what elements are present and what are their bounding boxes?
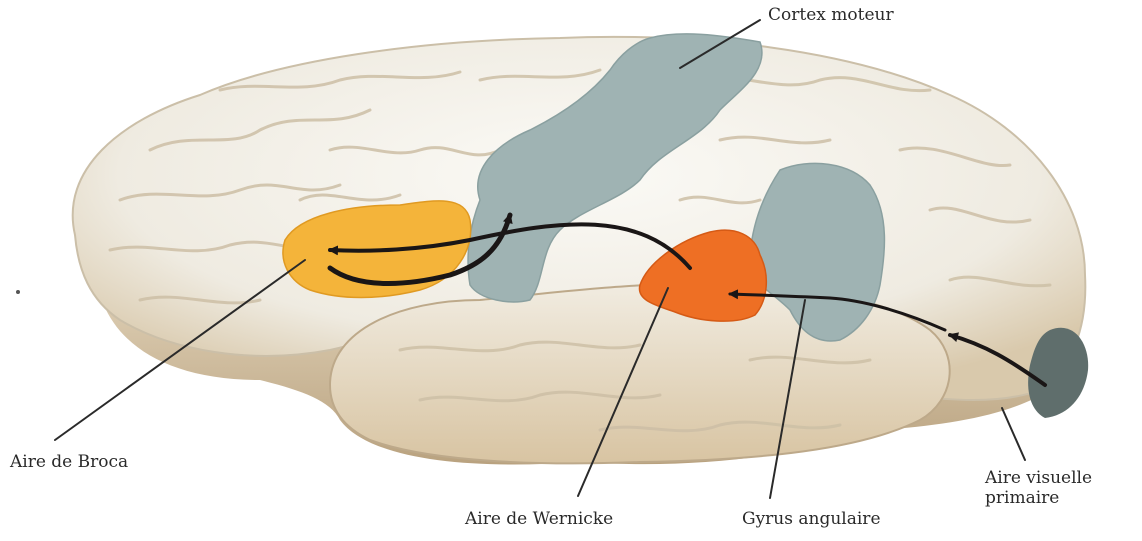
label-aire-visuelle: Aire visuelle primaire xyxy=(985,468,1092,509)
label-cortex-moteur: Cortex moteur xyxy=(768,5,894,25)
label-gyrus-angulaire: Gyrus angulaire xyxy=(742,509,881,529)
label-aire-visuelle-line2: primaire xyxy=(985,488,1092,508)
label-aire-visuelle-line1: Aire visuelle xyxy=(985,468,1092,488)
label-aire-broca: Aire de Broca xyxy=(10,452,128,472)
leader-aire-visuelle xyxy=(1002,408,1025,460)
stray-dot xyxy=(16,290,20,294)
label-aire-wernicke: Aire de Wernicke xyxy=(465,509,613,529)
